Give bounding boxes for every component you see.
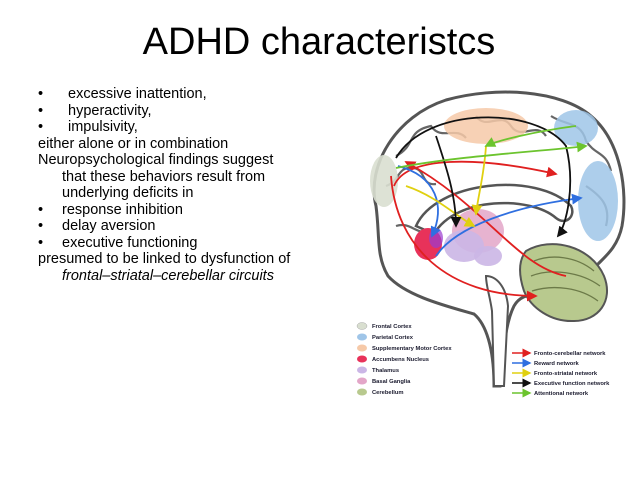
region-parietal-cortex-top <box>554 110 598 146</box>
bullet-dot: • <box>38 234 44 251</box>
bullet-item-hyperactivity: • hyperactivity, <box>38 103 350 120</box>
legend-network-item: Executive function network <box>512 378 610 388</box>
bullet-item-inattention: • excessive inattention, <box>38 86 350 103</box>
text-neuro-3: underlying deficits in <box>62 185 194 201</box>
region-parietal-cortex <box>578 161 618 241</box>
text-presumed-2: frontal–striatal–cerebellar circuits <box>62 267 274 284</box>
arrow-fronto-cerebellar <box>390 175 538 302</box>
region-accumbens-purple <box>429 228 443 248</box>
bullet-dot: • <box>38 218 44 234</box>
bullet-item-delay-aversion: • delay aversion <box>38 218 350 235</box>
arrow-fronto-cerebellar-3 <box>393 160 558 187</box>
arrow-reward-2 <box>435 193 583 257</box>
bullet-dot: • <box>38 119 44 135</box>
cerebellum-folia <box>530 256 601 302</box>
arrow-attentional <box>395 141 588 169</box>
bullet-dot: • <box>38 86 44 102</box>
region-supplementary-motor-cortex <box>444 108 528 144</box>
arrow-reward <box>397 165 441 238</box>
legend-region-item: Supplementary Motor Cortex <box>357 344 452 352</box>
arrow-fronto-striatal-2 <box>471 145 487 216</box>
svg-text:Basal Ganglia: Basal Ganglia <box>372 379 411 385</box>
legend-networks: Fronto-cerebellar network Reward network… <box>512 348 610 398</box>
bullet-text: impulsivity, <box>68 119 138 135</box>
region-frontal-cortex <box>370 155 398 207</box>
svg-text:Executive function network: Executive function network <box>534 381 610 387</box>
brain-network-figure: Frontal Cortex Parietal Cortex Supplemen… <box>356 90 626 398</box>
legend-regions: Frontal Cortex Parietal Cortex Supplemen… <box>356 322 452 396</box>
legend-region-item: Parietal Cortex <box>357 333 414 341</box>
legend-region-item: Basal Ganglia <box>357 377 411 385</box>
legend-network-item: Reward network <box>512 358 580 368</box>
svg-text:Frontal Cortex: Frontal Cortex <box>372 324 412 330</box>
svg-text:Fronto-cerebellar network: Fronto-cerebellar network <box>534 351 606 357</box>
bullet-dot: • <box>38 201 44 218</box>
slide-title: ADHD characteristcs <box>142 21 496 63</box>
legend-network-item: Fronto-cerebellar network <box>512 348 606 358</box>
region-thalamus-2 <box>474 246 502 266</box>
svg-text:Supplementary Motor Cortex: Supplementary Motor Cortex <box>372 346 452 352</box>
bullet-item-executive-functioning: • executive functioning <box>38 235 350 252</box>
arrow-executive-2 <box>435 135 462 228</box>
text-presumed-1: presumed to be linked to dysfunction of <box>38 251 291 267</box>
bullet-text: excessive inattention, <box>68 86 207 102</box>
svg-text:Parietal Cortex: Parietal Cortex <box>372 335 414 341</box>
arrow-fronto-cerebellar-2 <box>404 161 567 277</box>
bullet-text: executive functioning <box>62 234 198 251</box>
legend-network-item: Attentional network <box>512 388 589 398</box>
legend-network-item: Fronto-striatal network <box>512 368 598 378</box>
legend-region-item: Thalamus <box>357 366 399 374</box>
legend-region-item: Accumbens Nucleus <box>357 355 429 363</box>
svg-text:Fronto-striatal network: Fronto-striatal network <box>534 371 598 377</box>
legend-region-item: Frontal Cortex <box>356 322 412 330</box>
text-neuro-2: that these behaviors result from <box>62 168 266 185</box>
slide-body: • excessive inattention, • hyperactivity… <box>38 86 350 284</box>
bullet-text: hyperactivity, <box>68 102 152 119</box>
bullet-text: response inhibition <box>62 201 183 218</box>
bullet-text: delay aversion <box>62 218 156 234</box>
text-combination: either alone or in combination <box>38 135 229 152</box>
region-cerebellum <box>519 243 609 323</box>
arrow-executive <box>395 116 572 238</box>
brainstem <box>484 274 510 387</box>
svg-text:Cerebellum: Cerebellum <box>372 390 404 396</box>
bullet-dot: • <box>38 102 44 119</box>
svg-text:Thalamus: Thalamus <box>372 368 399 374</box>
bullet-item-impulsivity: • impulsivity, <box>38 119 350 136</box>
arrow-attentional-2 <box>484 125 577 147</box>
svg-text:Attentional network: Attentional network <box>534 391 589 397</box>
text-neuro-1: Neuropsychological findings suggest <box>38 152 274 168</box>
arrow-fronto-striatal <box>405 185 476 227</box>
legend-region-item: Cerebellum <box>357 388 404 396</box>
bullet-item-response-inhibition: • response inhibition <box>38 202 350 219</box>
svg-text:Reward network: Reward network <box>534 361 580 367</box>
svg-text:Accumbens Nucleus: Accumbens Nucleus <box>372 357 429 363</box>
